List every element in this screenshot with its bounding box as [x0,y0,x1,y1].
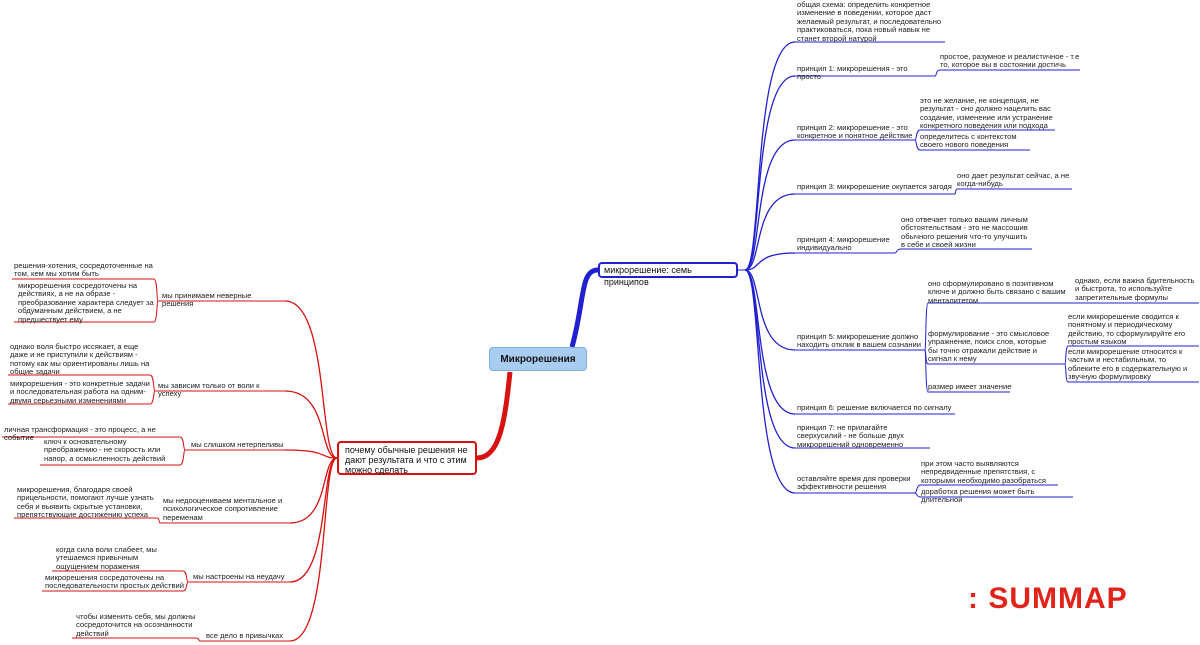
connector-left-sub-0 [153,278,159,302]
connector-left-2 [284,449,338,459]
subtopic-set-for-failure-b[interactable]: микрорешения сосредоточены на последоват… [45,573,184,591]
connector-left-3 [289,457,338,524]
connector-left-sub-4 [179,436,186,451]
subtopic-leave-time-a[interactable]: при этом часто выявляются непредвиденные… [921,459,1047,485]
central-topic[interactable]: Микрорешения [489,347,587,371]
connector-right-2 [744,139,796,271]
topic-principle-3[interactable]: принцип 3: микрорешение окупается загодя [797,182,952,191]
connector-left-sub-5 [179,449,186,466]
subtopic-principle-5-vivid[interactable]: если микрорешение относится к частым и н… [1068,347,1188,382]
connector-left-sub-8 [182,581,189,592]
connector-left-sub-2 [149,374,156,392]
topic-leave-time[interactable]: оставляйте время для проверки эффективно… [797,474,911,492]
connector-right-sub-0 [934,69,941,77]
branch-why-decisions-fail[interactable]: почему обычные решения не дают результат… [337,441,477,475]
connector-right-sub-5 [924,302,929,351]
subtopic-principle-5-simple[interactable]: если микрорешение сводится к понятному и… [1068,312,1186,347]
topic-impatient[interactable]: мы слишком нетерпеливы [191,440,284,449]
topic-wrong-decisions[interactable]: мы принимаем неверные решения [162,291,252,309]
connector-left-1 [284,390,338,459]
connector-right-7 [744,269,796,449]
subtopic-principle-5-positive[interactable]: оно сформулировано в позитивном ключе и … [928,279,1066,305]
topic-principle-5[interactable]: принцип 5: микрорешение должно находить … [797,332,922,350]
topic-principle-1[interactable]: принцип 1: микрорешения - это просто [797,64,908,82]
summap-logo: : SUMMAP [968,582,1128,615]
connector-trunk-right [569,267,599,348]
topic-set-for-failure[interactable]: мы настроены на неудачу [193,572,285,581]
connector-right-3 [744,193,796,271]
topic-principle-2[interactable]: принцип 2: микрорешение - это конкретное… [797,123,913,141]
connector-right-sub-2 [914,139,921,151]
subtopic-principle-2-a[interactable]: это не желание, не концепция, не результ… [920,96,1053,131]
subtopic-leave-time-b[interactable]: доработка решения может быть длительной [921,487,1035,505]
subtopic-principle-5-prohibitive[interactable]: однако, если важна бдительность и быстро… [1075,276,1195,302]
connector-right-sub-9 [1064,345,1069,365]
subtopic-principle-2-b[interactable]: определитесь с контекстом своего нового … [920,132,1017,150]
branch-seven-principles[interactable]: микрорешение: семь принципов [598,262,738,287]
connector-left-sub-1 [153,300,159,323]
subtopic-principle-5-wording[interactable]: формулирование - это смысловое упражнени… [928,329,1050,364]
connector-left-5 [289,457,338,642]
connector-right-1 [744,75,796,271]
topic-principle-4[interactable]: принцип 4: микрорешение индивидуально [797,235,890,253]
connector-trunk-left [476,371,513,461]
connector-right-8 [744,269,796,494]
subtopic-underestimate[interactable]: микрорешения, благодаря своей прицельнос… [17,485,154,520]
connector-left-sub-3 [149,390,156,405]
topic-principle-6[interactable]: принцип 6: решение включается по сигналу [797,403,952,412]
subtopic-willpower-a[interactable]: однако воля быстро иссякает, а еще даже … [10,342,150,377]
subtopic-wrong-decisions-b[interactable]: микрорешения сосредоточены на действиях,… [18,281,154,324]
subtopic-willpower-b[interactable]: микрорешения - это конкретные задачи и п… [10,379,150,405]
connector-right-sub-4 [894,248,902,254]
connector-right-sub-7 [924,349,929,393]
connector-right-sub-3 [954,188,958,195]
subtopic-principle-3[interactable]: оно дает результат сейчас, а не когда-ни… [957,171,1070,189]
subtopic-principle-1[interactable]: простое, разумное и реалистичное - т.е т… [940,52,1080,70]
subtopic-principle-4[interactable]: оно отвечает только вашим личным обстоят… [901,215,1028,250]
subtopic-habits[interactable]: чтобы изменить себя, мы должны сосредото… [76,612,196,638]
subtopic-principle-5-size[interactable]: размер имеет значение [928,382,1012,391]
subtopic-impatient-a[interactable]: личная трансформация - это процесс, а не… [4,425,156,443]
connector-right-4 [744,252,796,271]
topic-underestimate[interactable]: мы недооцениваем ментальное и психологич… [163,496,283,522]
connector-left-sub-9 [195,637,201,642]
topic-principle-7[interactable]: принцип 7: не прилагайте сверхусилий - н… [797,423,904,449]
topic-habits[interactable]: все дело в привычках [206,631,284,640]
subtopic-set-for-failure-a[interactable]: когда сила воли слабеет, мы утешаемся пр… [56,545,157,571]
connector-right-sub-12 [914,492,922,498]
subtopic-impatient-b[interactable]: ключ к основательному преображению - не … [44,437,166,463]
connector-left-sub-6 [156,517,161,524]
topic-willpower[interactable]: мы зависим только от воли к успеху [158,381,260,399]
connector-left-0 [284,300,338,459]
subtopic-wrong-decisions-a[interactable]: решения-хотения, сосредоточенные на том,… [14,261,153,279]
connector-right-5 [744,269,796,351]
connector-right-0 [744,41,796,271]
connector-right-sub-10 [1064,363,1069,383]
topic-general-scheme[interactable]: общая схема: определить конкретное измен… [797,0,942,43]
